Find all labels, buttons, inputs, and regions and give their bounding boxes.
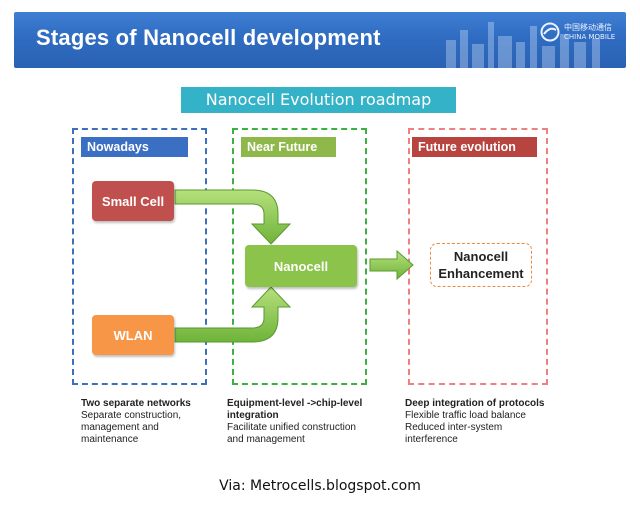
china-mobile-logo: 中国移动通信 CHINA MOBILE	[540, 20, 618, 48]
stage-nowadays-frame	[72, 128, 207, 385]
desc-line: management and	[81, 422, 159, 433]
stage-near-future-frame	[232, 128, 367, 385]
roadmap-title: Nanocell Evolution roadmap	[181, 87, 456, 113]
page-title: Stages of Nanocell development	[36, 25, 381, 50]
node-small-cell: Small Cell	[92, 181, 174, 221]
desc-near-future: Equipment-level ->chip-level integration…	[227, 398, 387, 446]
desc-line: and management	[227, 434, 305, 445]
stage-label-near-future: Near Future	[241, 137, 336, 157]
title-banner: Stages of Nanocell development 中国移动通信 CH…	[14, 12, 626, 68]
logo-text-en: CHINA MOBILE	[564, 33, 616, 41]
desc-line: Reduced inter-system	[405, 422, 503, 433]
node-enh-line-2: Enhancement	[438, 266, 524, 281]
logo-text-cn: 中国移动通信	[564, 23, 612, 32]
desc-nowadays: Two separate networks Separate construct…	[81, 398, 226, 446]
stage-label-future-evolution: Future evolution	[412, 137, 537, 157]
node-nanocell-enhancement: Nanocell Enhancement	[430, 243, 532, 287]
desc-line: maintenance	[81, 434, 139, 445]
desc-line: Separate construction,	[81, 410, 182, 421]
node-enh-line-1: Nanocell	[453, 249, 509, 264]
city-skyline-decoration	[446, 22, 600, 68]
stage-label-nowadays: Nowadays	[81, 137, 188, 157]
source-credit: Via: Metrocells.blogspot.com	[219, 478, 421, 494]
desc-title-near-future-1: Equipment-level ->chip-level	[227, 398, 363, 409]
desc-line: interference	[405, 434, 458, 445]
desc-future-evolution: Deep integration of protocols Flexible t…	[405, 398, 575, 446]
node-nanocell: Nanocell	[245, 245, 357, 287]
china-mobile-logo-icon	[540, 22, 560, 42]
desc-title-nowadays: Two separate networks	[81, 398, 191, 409]
node-wlan: WLAN	[92, 315, 174, 355]
desc-line: Flexible traffic load balance	[405, 410, 526, 421]
desc-title-future-evolution: Deep integration of protocols	[405, 398, 545, 409]
green-arrow-icon	[369, 249, 414, 281]
desc-title-near-future-2: integration	[227, 410, 279, 421]
desc-line: Facilitate unified construction	[227, 422, 356, 433]
